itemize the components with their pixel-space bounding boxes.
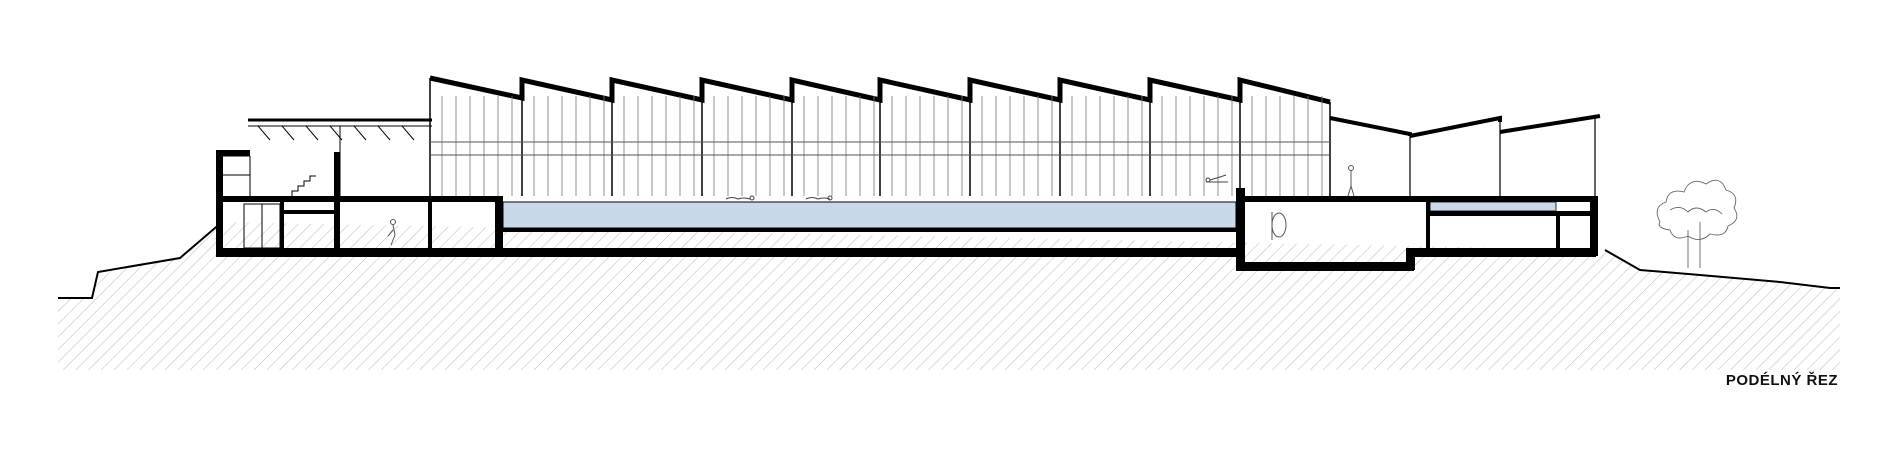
- roof-sawtooth: [248, 75, 1601, 196]
- swimmer-icon: [725, 195, 833, 201]
- tree-icon: [1656, 179, 1738, 268]
- section-title: PODÉLNÝ ŘEZ: [1725, 372, 1838, 389]
- building-section: [216, 150, 1598, 271]
- left-annex: [223, 126, 341, 249]
- diver-icon: [1205, 174, 1228, 183]
- ground: [58, 221, 1840, 370]
- person-icon: [387, 165, 1355, 246]
- pool-water: [502, 201, 1557, 229]
